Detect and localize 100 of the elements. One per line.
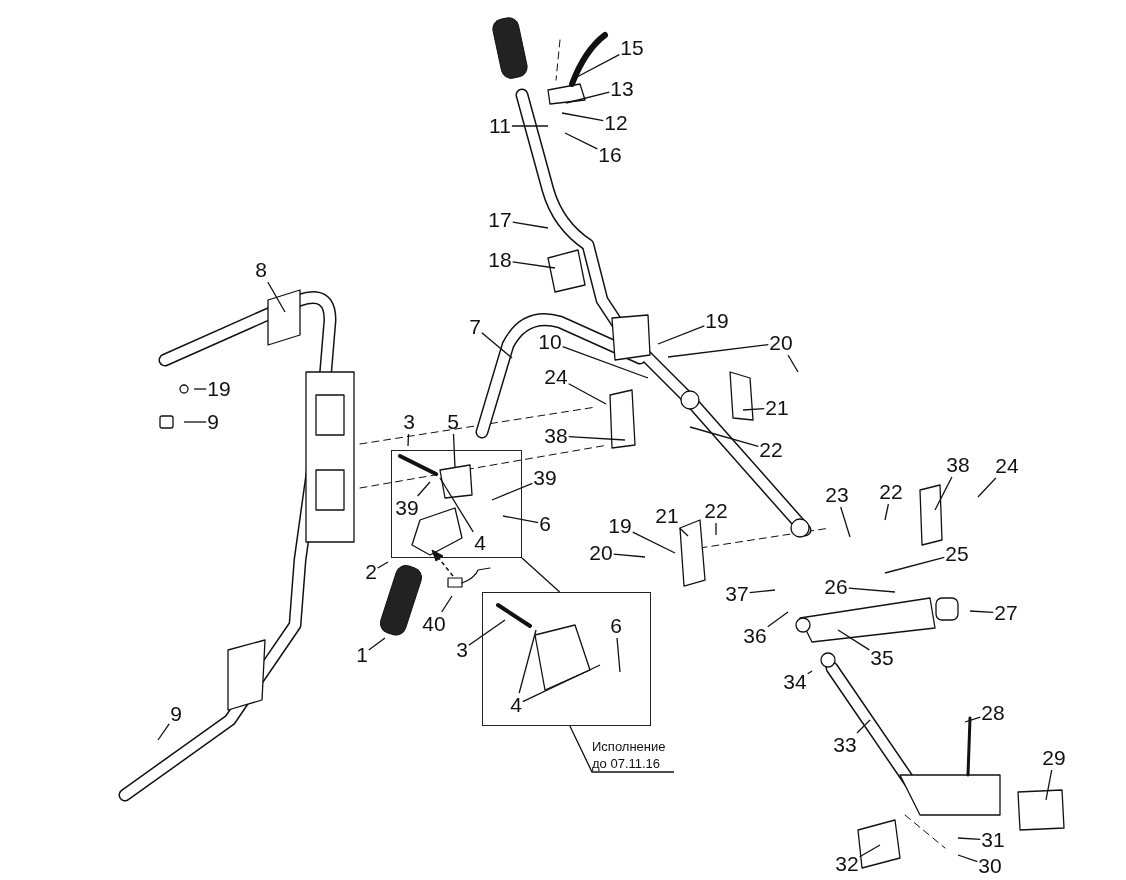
leader-line [767,611,789,628]
leader-line [565,91,610,104]
callout-number: 12 [604,112,628,134]
callout-number: 16 [598,144,622,166]
leader-line [632,531,676,554]
callout-number: 11 [489,115,511,137]
callout-number: 27 [994,602,1018,624]
leader-line [574,54,620,79]
callout-number: 15 [620,37,644,59]
callout-number: 10 [538,331,562,353]
leader-line [183,421,207,423]
callout-number: 34 [783,671,807,693]
callout-number: 37 [725,583,749,605]
leader-line [491,482,533,501]
leader-line [568,383,607,405]
callout-number: 35 [870,647,894,669]
leader-line [749,589,776,594]
callout-number: 39 [395,497,419,519]
leader-line [439,477,474,533]
leader-line [416,481,431,497]
callout-number: 21 [765,397,789,419]
callout-number: 31 [981,829,1005,851]
leader-line [613,553,646,558]
leader-line [511,125,549,127]
detail-frame [482,592,651,726]
callout-number: 25 [945,543,969,565]
callout-number: 33 [833,734,857,756]
callout-number: 29 [1042,747,1066,769]
leader-line [564,132,598,150]
leader-line [884,503,890,521]
leader-line [957,854,978,863]
leader-line [441,595,453,613]
callout-number: 9 [207,411,219,433]
callout-number: 30 [978,855,1002,877]
leader-line [678,527,689,537]
leader-line [934,476,953,511]
leader-line [957,837,981,840]
leader-line [742,408,765,411]
callout-number: 6 [539,513,551,535]
leader-line [977,477,997,498]
leader-line [267,281,286,313]
leader-line [807,670,813,675]
leader-line [969,610,994,613]
callout-number: 40 [422,613,446,635]
callout-number: 36 [743,625,767,647]
leader-line [481,332,513,359]
callout-number: 38 [946,454,970,476]
leader-line [561,112,604,122]
callout-number: 20 [769,332,793,354]
callout-number: 19 [705,310,729,332]
leader-line [512,261,556,269]
callout-number: 9 [170,703,182,725]
leader-line [193,388,207,390]
leader-line [689,426,759,448]
leader-line [856,719,871,734]
leader-line [377,561,389,569]
note-text: Исполнение до 07.11.16 [592,738,674,772]
connector-line [521,557,561,593]
callout-number: 3 [456,639,468,661]
leader-line [502,515,539,524]
callout-number: 4 [474,532,486,554]
callout-number: 22 [759,439,783,461]
leader-line [407,433,410,447]
callout-number: 20 [589,542,613,564]
leader-line [848,587,896,593]
callout-number: 1 [356,644,368,666]
leader-line [368,637,386,651]
leader-line [616,637,621,673]
leader-line [859,844,881,858]
callout-number: 23 [825,484,849,506]
leader-line [667,343,769,358]
leader-line [964,716,981,723]
callout-number: 7 [469,316,481,338]
callout-number: 22 [704,500,728,522]
callout-number: 2 [365,561,377,583]
callout-number: 24 [544,366,568,388]
leader-line [512,221,549,229]
leader-line [518,629,537,694]
callout-number: 21 [655,505,679,527]
leader-line [468,619,506,646]
leader-line [157,723,170,741]
leader-line [657,325,705,345]
callout-number: 19 [608,515,632,537]
leader-line [1045,769,1053,801]
leader-line [562,346,649,379]
leader-line [787,354,799,373]
callout-number: 6 [610,615,622,637]
callout-number: 24 [995,455,1019,477]
leader-line [522,664,601,703]
callout-number: 38 [544,425,568,447]
callout-number: 28 [981,702,1005,724]
callout-number: 19 [207,378,231,400]
leader-line [884,556,945,574]
leader-line [452,433,456,469]
callout-number: 22 [879,481,903,503]
callout-number: 13 [610,78,634,100]
callout-number: 26 [824,576,848,598]
connector-line [569,725,675,773]
callout-number: 18 [488,249,512,271]
callout-number: 39 [533,467,557,489]
